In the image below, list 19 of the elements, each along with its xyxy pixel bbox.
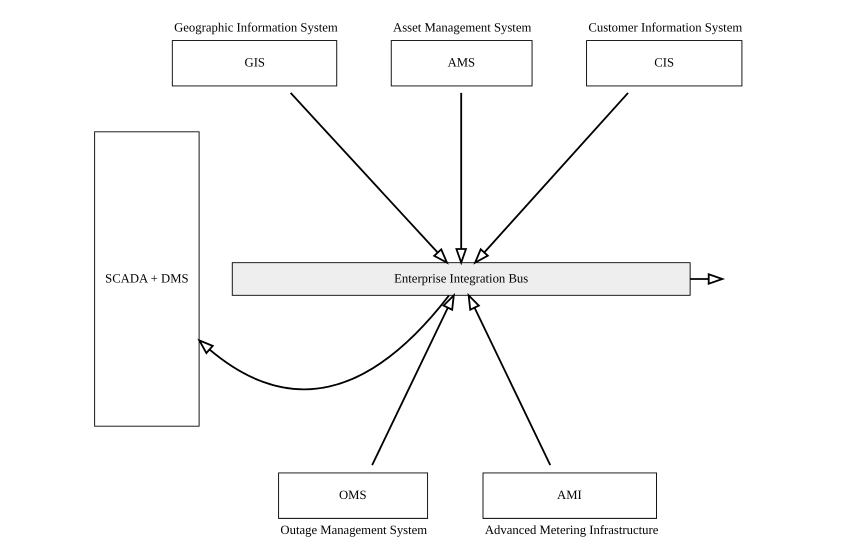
arrow xyxy=(371,292,455,466)
arrow xyxy=(290,92,449,265)
arrow xyxy=(197,295,450,390)
node-label: Asset Management System xyxy=(393,20,532,35)
node-label: Outage Management System xyxy=(280,523,428,538)
node-label: Customer Information System xyxy=(588,20,742,35)
node-box: GIS xyxy=(172,40,338,86)
node-box: OMS xyxy=(278,472,428,519)
node-box: Enterprise Integration Bus xyxy=(232,262,691,296)
node-box: SCADA + DMS xyxy=(94,131,200,427)
node-label: Advanced Metering Infrastructure xyxy=(484,523,658,538)
node-label: Geographic Information System xyxy=(174,20,338,35)
arrow xyxy=(455,92,468,266)
node-box: CIS xyxy=(586,40,742,86)
node-box: AMI xyxy=(482,472,657,519)
arrow xyxy=(690,272,726,286)
arrow xyxy=(467,292,552,466)
node-box: AMS xyxy=(390,40,533,86)
arrow xyxy=(473,92,629,265)
